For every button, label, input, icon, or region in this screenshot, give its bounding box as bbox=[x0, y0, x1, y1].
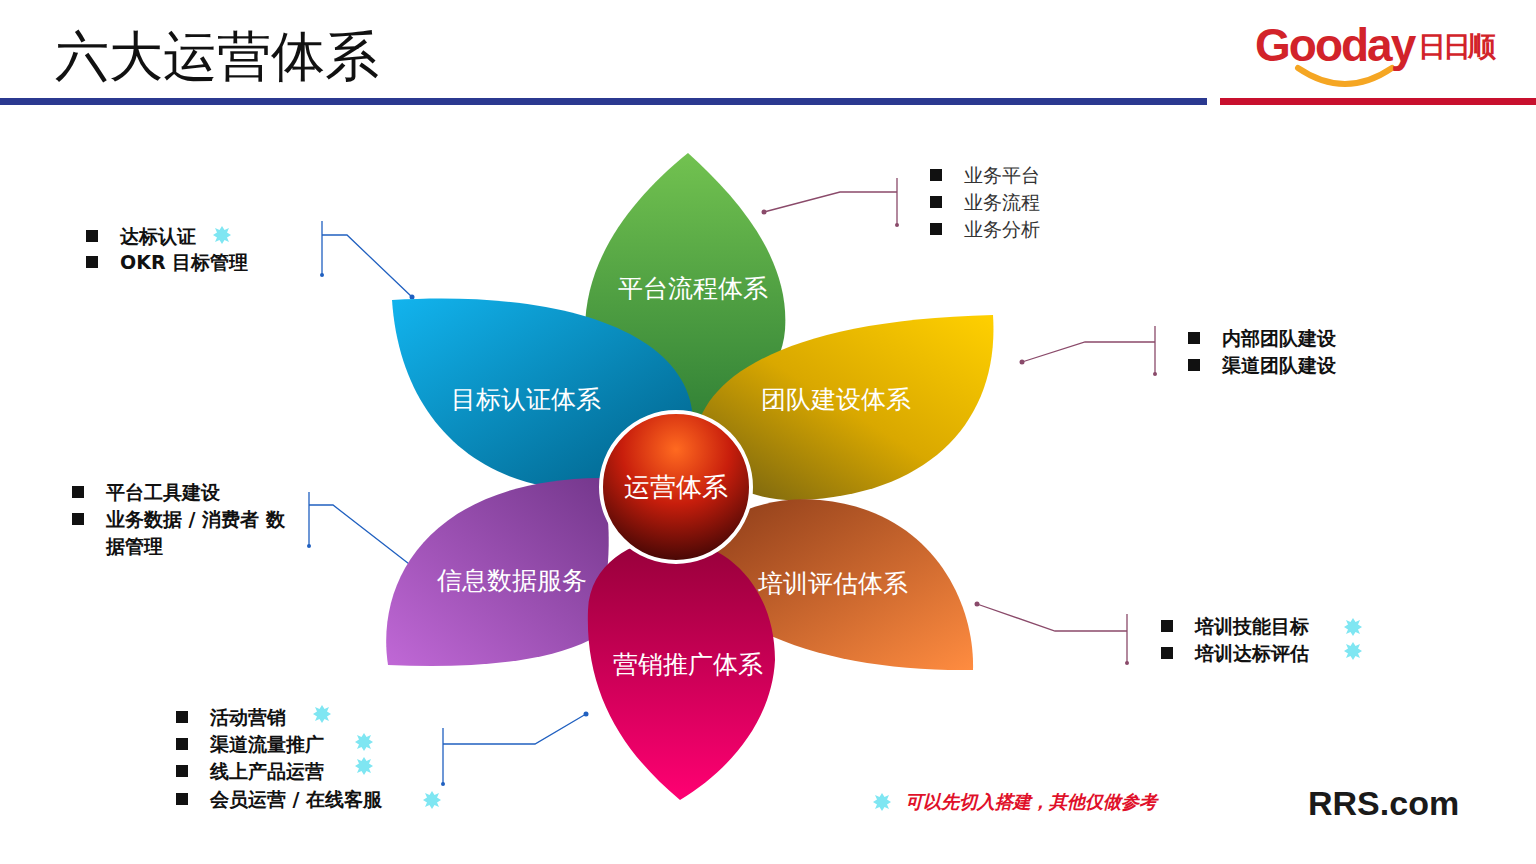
list-item: 平台工具建设 bbox=[106, 479, 220, 506]
logo-text: Gooday bbox=[1255, 17, 1414, 73]
list-bullet bbox=[930, 169, 942, 181]
node-label: 信息数据服务 bbox=[437, 564, 587, 597]
list-item: 业务平台 bbox=[964, 162, 1040, 189]
node-label: 营销推广体系 bbox=[613, 648, 763, 681]
header-bar bbox=[1220, 98, 1536, 105]
list-bullet bbox=[1161, 620, 1173, 632]
center-circle: 运营体系 bbox=[598, 409, 754, 565]
list-item: 渠道团队建设 bbox=[1222, 352, 1336, 379]
slide-title: 六大运营体系 bbox=[55, 24, 379, 90]
header-bar bbox=[0, 98, 1207, 105]
list-bullet bbox=[86, 230, 98, 242]
petal-shape bbox=[386, 478, 609, 666]
list-bullet bbox=[930, 196, 942, 208]
petal-shape bbox=[588, 539, 775, 800]
node-label: 目标认证体系 bbox=[451, 383, 601, 416]
list-item: 内部团队建设 bbox=[1222, 325, 1336, 352]
node-label: 团队建设体系 bbox=[761, 383, 911, 416]
list-bullet bbox=[1188, 332, 1200, 344]
list-bullet bbox=[72, 513, 84, 525]
list-bullet bbox=[1161, 647, 1173, 659]
petal: 营销推广体系 bbox=[580, 530, 780, 805]
list-item: 达标认证 bbox=[120, 223, 196, 250]
brand-url: RRS.com bbox=[1308, 782, 1459, 824]
list-bullet bbox=[176, 711, 188, 723]
list-item: 会员运营 / 在线客服 bbox=[210, 786, 382, 813]
node-label: 平台流程体系 bbox=[618, 272, 768, 305]
petal: 信息数据服务 bbox=[385, 470, 610, 670]
node-label: 培训评估体系 bbox=[758, 567, 908, 600]
list-bullet bbox=[176, 738, 188, 750]
list-item: 培训技能目标 bbox=[1195, 613, 1309, 640]
list-bullet bbox=[176, 793, 188, 805]
logo-text: 日日顺 bbox=[1418, 29, 1493, 65]
list-item: 渠道流量推广 bbox=[210, 731, 324, 758]
list-item: OKR 目标管理 bbox=[120, 249, 248, 276]
list-bullet bbox=[72, 486, 84, 498]
list-bullet bbox=[176, 765, 188, 777]
list-bullet bbox=[1188, 359, 1200, 371]
circle-shape bbox=[601, 412, 751, 562]
footnote: 可以先切入搭建，其他仅做参考 bbox=[905, 788, 1157, 815]
list-bullet bbox=[930, 223, 942, 235]
list-item: 业务分析 bbox=[964, 216, 1040, 243]
list-item: 培训达标评估 bbox=[1195, 640, 1309, 667]
node-label: 运营体系 bbox=[624, 470, 728, 505]
priority-star bbox=[213, 226, 1362, 811]
list-item: 业务流程 bbox=[964, 189, 1040, 216]
list-item: 业务数据 / 消费者 数据管理 bbox=[106, 506, 286, 560]
list-item: 活动营销 bbox=[210, 704, 286, 731]
list-item: 线上产品运营 bbox=[210, 758, 324, 785]
list-bullet bbox=[86, 256, 98, 268]
